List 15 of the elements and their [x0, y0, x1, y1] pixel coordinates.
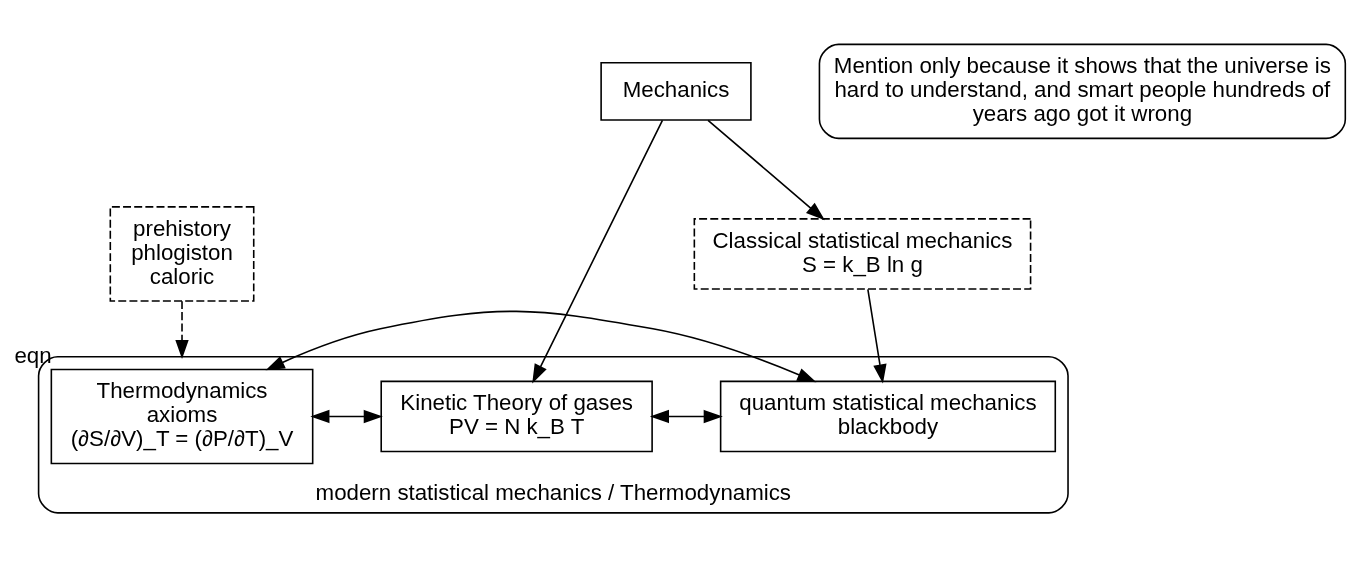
node-box: Kinetic Theory of gases PV = N k_B T [380, 380, 653, 453]
node-box: prehistory phlogiston caloric [109, 206, 255, 302]
arrow [265, 310, 817, 383]
node-label: eqn [14, 343, 52, 369]
arrow [175, 300, 189, 360]
arrow [532, 119, 664, 384]
node-box: Classical statistical mechanics S = k_B ln g [693, 218, 1032, 290]
node-box: Thermodynamics axioms (∂S/∂V)_T = (∂P/∂T)_V [50, 368, 314, 465]
arrow [867, 288, 887, 384]
node-box: Mechanics [600, 61, 752, 121]
arrow [707, 119, 825, 221]
node-box: Mention only because it shows that the universe is hard to understand, and smart people hundreds of years ago got it wrong [818, 43, 1347, 140]
node-box: quantum statistical mechanics blackbody [719, 380, 1057, 453]
arrow [649, 409, 723, 424]
arrow [310, 409, 383, 424]
